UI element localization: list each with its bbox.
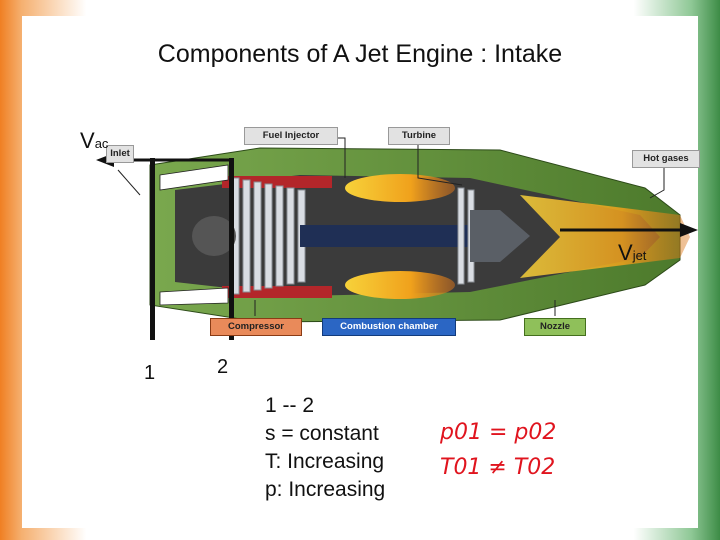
callout-compressor: Compressor [210, 318, 302, 336]
process-line-4: p: Increasing [265, 478, 386, 501]
exhaust-plume [520, 195, 690, 278]
process-notes: 1 -- 2 s = constant T: Increasing p: Inc… [265, 392, 385, 504]
compressor-blades [231, 177, 306, 295]
leader-fuel-injector [336, 137, 346, 178]
leader-inlet [117, 169, 141, 196]
leader-turbine [417, 145, 463, 186]
station-1-label: 1 [144, 362, 156, 384]
v-ac-label: Vac [80, 128, 109, 153]
main-shaft [300, 225, 470, 247]
process-line-3: T: Increasing [265, 450, 385, 473]
inlet-hatch-bottom [159, 287, 229, 306]
slide-title: Components of A Jet Engine : Intake [157, 40, 563, 68]
v-jet-arrowhead [680, 223, 698, 237]
callout-combustion-chamber: Combustion chamber [322, 318, 456, 336]
nose-cone [192, 216, 236, 256]
tail-cone [470, 210, 530, 262]
callout-inlet: Inlet [106, 145, 134, 163]
flame-top [345, 174, 455, 202]
leader-hot-gases [649, 168, 665, 199]
callout-turbine: Turbine [388, 127, 450, 145]
callout-fuel-injector: Fuel Injector [244, 127, 338, 145]
v-jet-label: Vjet [618, 240, 647, 265]
station-2-label: 2 [217, 356, 229, 378]
flame-bottom [345, 271, 455, 299]
handwritten-temperature-note: T01 ≠ T02 [440, 455, 556, 480]
station-2-line [229, 158, 234, 340]
process-line-1: 1 -- 2 [265, 394, 315, 417]
process-line-2: s = constant [265, 422, 379, 445]
handwritten-pressure-note: p01 = p02 [440, 420, 557, 445]
callout-hot-gases: Hot gases [632, 150, 700, 168]
inlet-hatch-top [159, 164, 229, 191]
station-1-line [150, 158, 155, 340]
callout-nozzle: Nozzle [524, 318, 586, 336]
